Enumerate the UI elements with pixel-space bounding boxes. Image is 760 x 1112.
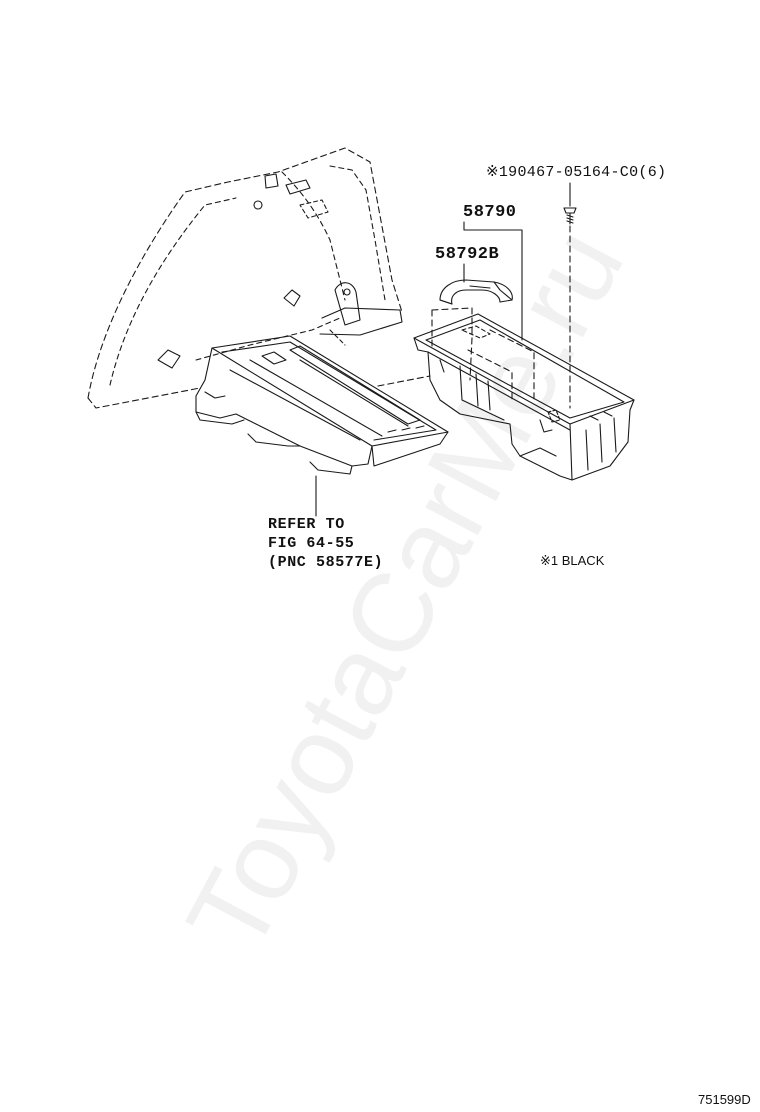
storage-box — [413, 313, 635, 481]
leader-lines — [315, 182, 571, 517]
tray-assy-label: 58790 — [463, 203, 517, 222]
sub-tray-58792b — [439, 279, 513, 305]
refer-note: REFER TO FIG 64-55 (PNC 58577E) — [268, 515, 383, 572]
refer-line-2: FIG 64-55 — [268, 535, 355, 552]
hidden-lines — [377, 307, 535, 401]
quarter-panel — [87, 147, 403, 409]
refer-line-1: REFER TO — [268, 516, 345, 533]
screw-icon — [563, 207, 577, 225]
refer-line-3: (PNC 58577E) — [268, 554, 384, 571]
color-note: ※1 BLACK — [540, 553, 605, 568]
deck-board — [195, 335, 449, 475]
diagram-id: 751599D — [698, 1092, 751, 1107]
tray-sub-label: 58792B — [435, 245, 500, 264]
screw-part-label: ※190467-05164-C0(6) — [486, 164, 667, 181]
